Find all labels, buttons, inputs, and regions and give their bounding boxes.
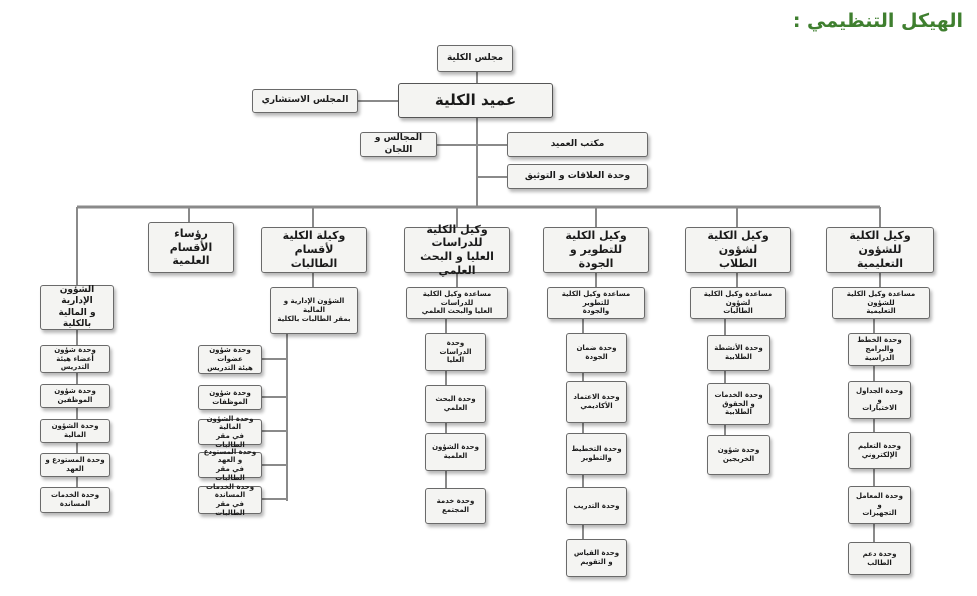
page-title: الهيكل التنظيمي :: [792, 10, 963, 32]
assistant-academic-box: مساعدة وكيل الكلية للشؤون التعليمية: [832, 287, 930, 319]
department-heads-box: رؤساء الأقسام العلمية: [148, 222, 234, 273]
assistant-students-box: مساعدة وكيل الكلية لشؤون الطالبات: [690, 287, 786, 319]
unit-box: وحدة الخدمات و الحقوق الطلابية: [707, 383, 770, 425]
unit-box: وحدة ضمان الجودة: [566, 333, 627, 373]
unit-box: وحدة الشؤون المالية: [40, 419, 110, 443]
unit-box: وحدة الشؤون المالية في مقر الطالبات: [198, 415, 262, 449]
college-admin-finance-box: الشؤون الإدارية و المالية بالكلية: [40, 285, 114, 330]
assistant-research-box: مساعدة وكيل الكلية للدراسات العليا والبح…: [406, 287, 508, 319]
unit-box: وحدة شؤون الخريجين: [707, 435, 770, 475]
councils-committees-box: المجالس و اللجان: [360, 132, 437, 157]
unit-box: وحدة شؤون عضوات هيئة التدريس: [198, 345, 262, 374]
unit-box: وحدة القياس و التقويم: [566, 539, 627, 577]
vice-dean-female-box: وكيلة الكلية لأقسام الطالبات: [261, 227, 367, 273]
vice-dean-quality-box: وكيل الكلية للتطوير و الجودة: [543, 227, 649, 273]
unit-box: وحدة الجداول و الاختبارات: [848, 381, 911, 419]
vice-dean-students-box: وكيل الكلية لشؤون الطلاب: [685, 227, 791, 273]
unit-box: وحدة المستودع و العهد في مقر الطالبات: [198, 448, 262, 482]
unit-box: وحدة الشؤون العلمية: [425, 433, 486, 471]
unit-box: وحدة الأنشطة الطلابية: [707, 335, 770, 371]
vice-dean-research-box: وكيل الكلية للدراسات العليا و البحث العل…: [404, 223, 510, 277]
vice-dean-academic-box: وكيل الكلية للشؤون التعليمية: [826, 227, 934, 273]
unit-box: وحدة التدريب: [566, 487, 627, 525]
unit-box: وحدة الخدمات المساندة في مقر الطالبات: [198, 483, 262, 517]
unit-box: وحدة شؤون أعضاء هيئة التدريس: [40, 345, 110, 373]
unit-box: وحدة دعم الطالب: [848, 542, 911, 575]
unit-box: وحدة الخدمات المساندة: [40, 487, 110, 513]
unit-box: وحدة شؤون الموظفين: [40, 384, 110, 408]
dean-office-box: مكتب العميد: [507, 132, 648, 157]
advisory-council-box: المجلس الاستشاري: [252, 89, 358, 113]
unit-box: وحدة خدمة المجتمع: [425, 488, 486, 524]
dean-box: عميد الكلية: [398, 83, 553, 118]
unit-box: وحدة التخطيط والتطوير: [566, 433, 627, 475]
unit-box: وحدة المستودع و العهد: [40, 453, 110, 477]
unit-box: وحدة شؤون الموظفات: [198, 385, 262, 410]
college-council-box: مجلس الكلية: [437, 45, 513, 72]
unit-box: وحدة المعامل و التجهيزات: [848, 486, 911, 524]
unit-box: وحدة الخطط والبرامج الدراسية: [848, 333, 911, 366]
unit-box: وحدة البحث العلمي: [425, 385, 486, 423]
unit-box: وحدة الاعتماد الأكاديمي: [566, 381, 627, 423]
female-admin-finance-box: الشؤون الإدارية و المالية بمقر الطالبات …: [270, 287, 358, 334]
assistant-quality-box: مساعدة وكيل الكلية للتطوير والجودة: [547, 287, 645, 319]
unit-box: وحدة التعليم الإلكتروني: [848, 432, 911, 469]
unit-box: وحدة الدراسات العليا: [425, 333, 486, 371]
relations-unit-box: وحدة العلاقات و التوثيق: [507, 164, 648, 189]
